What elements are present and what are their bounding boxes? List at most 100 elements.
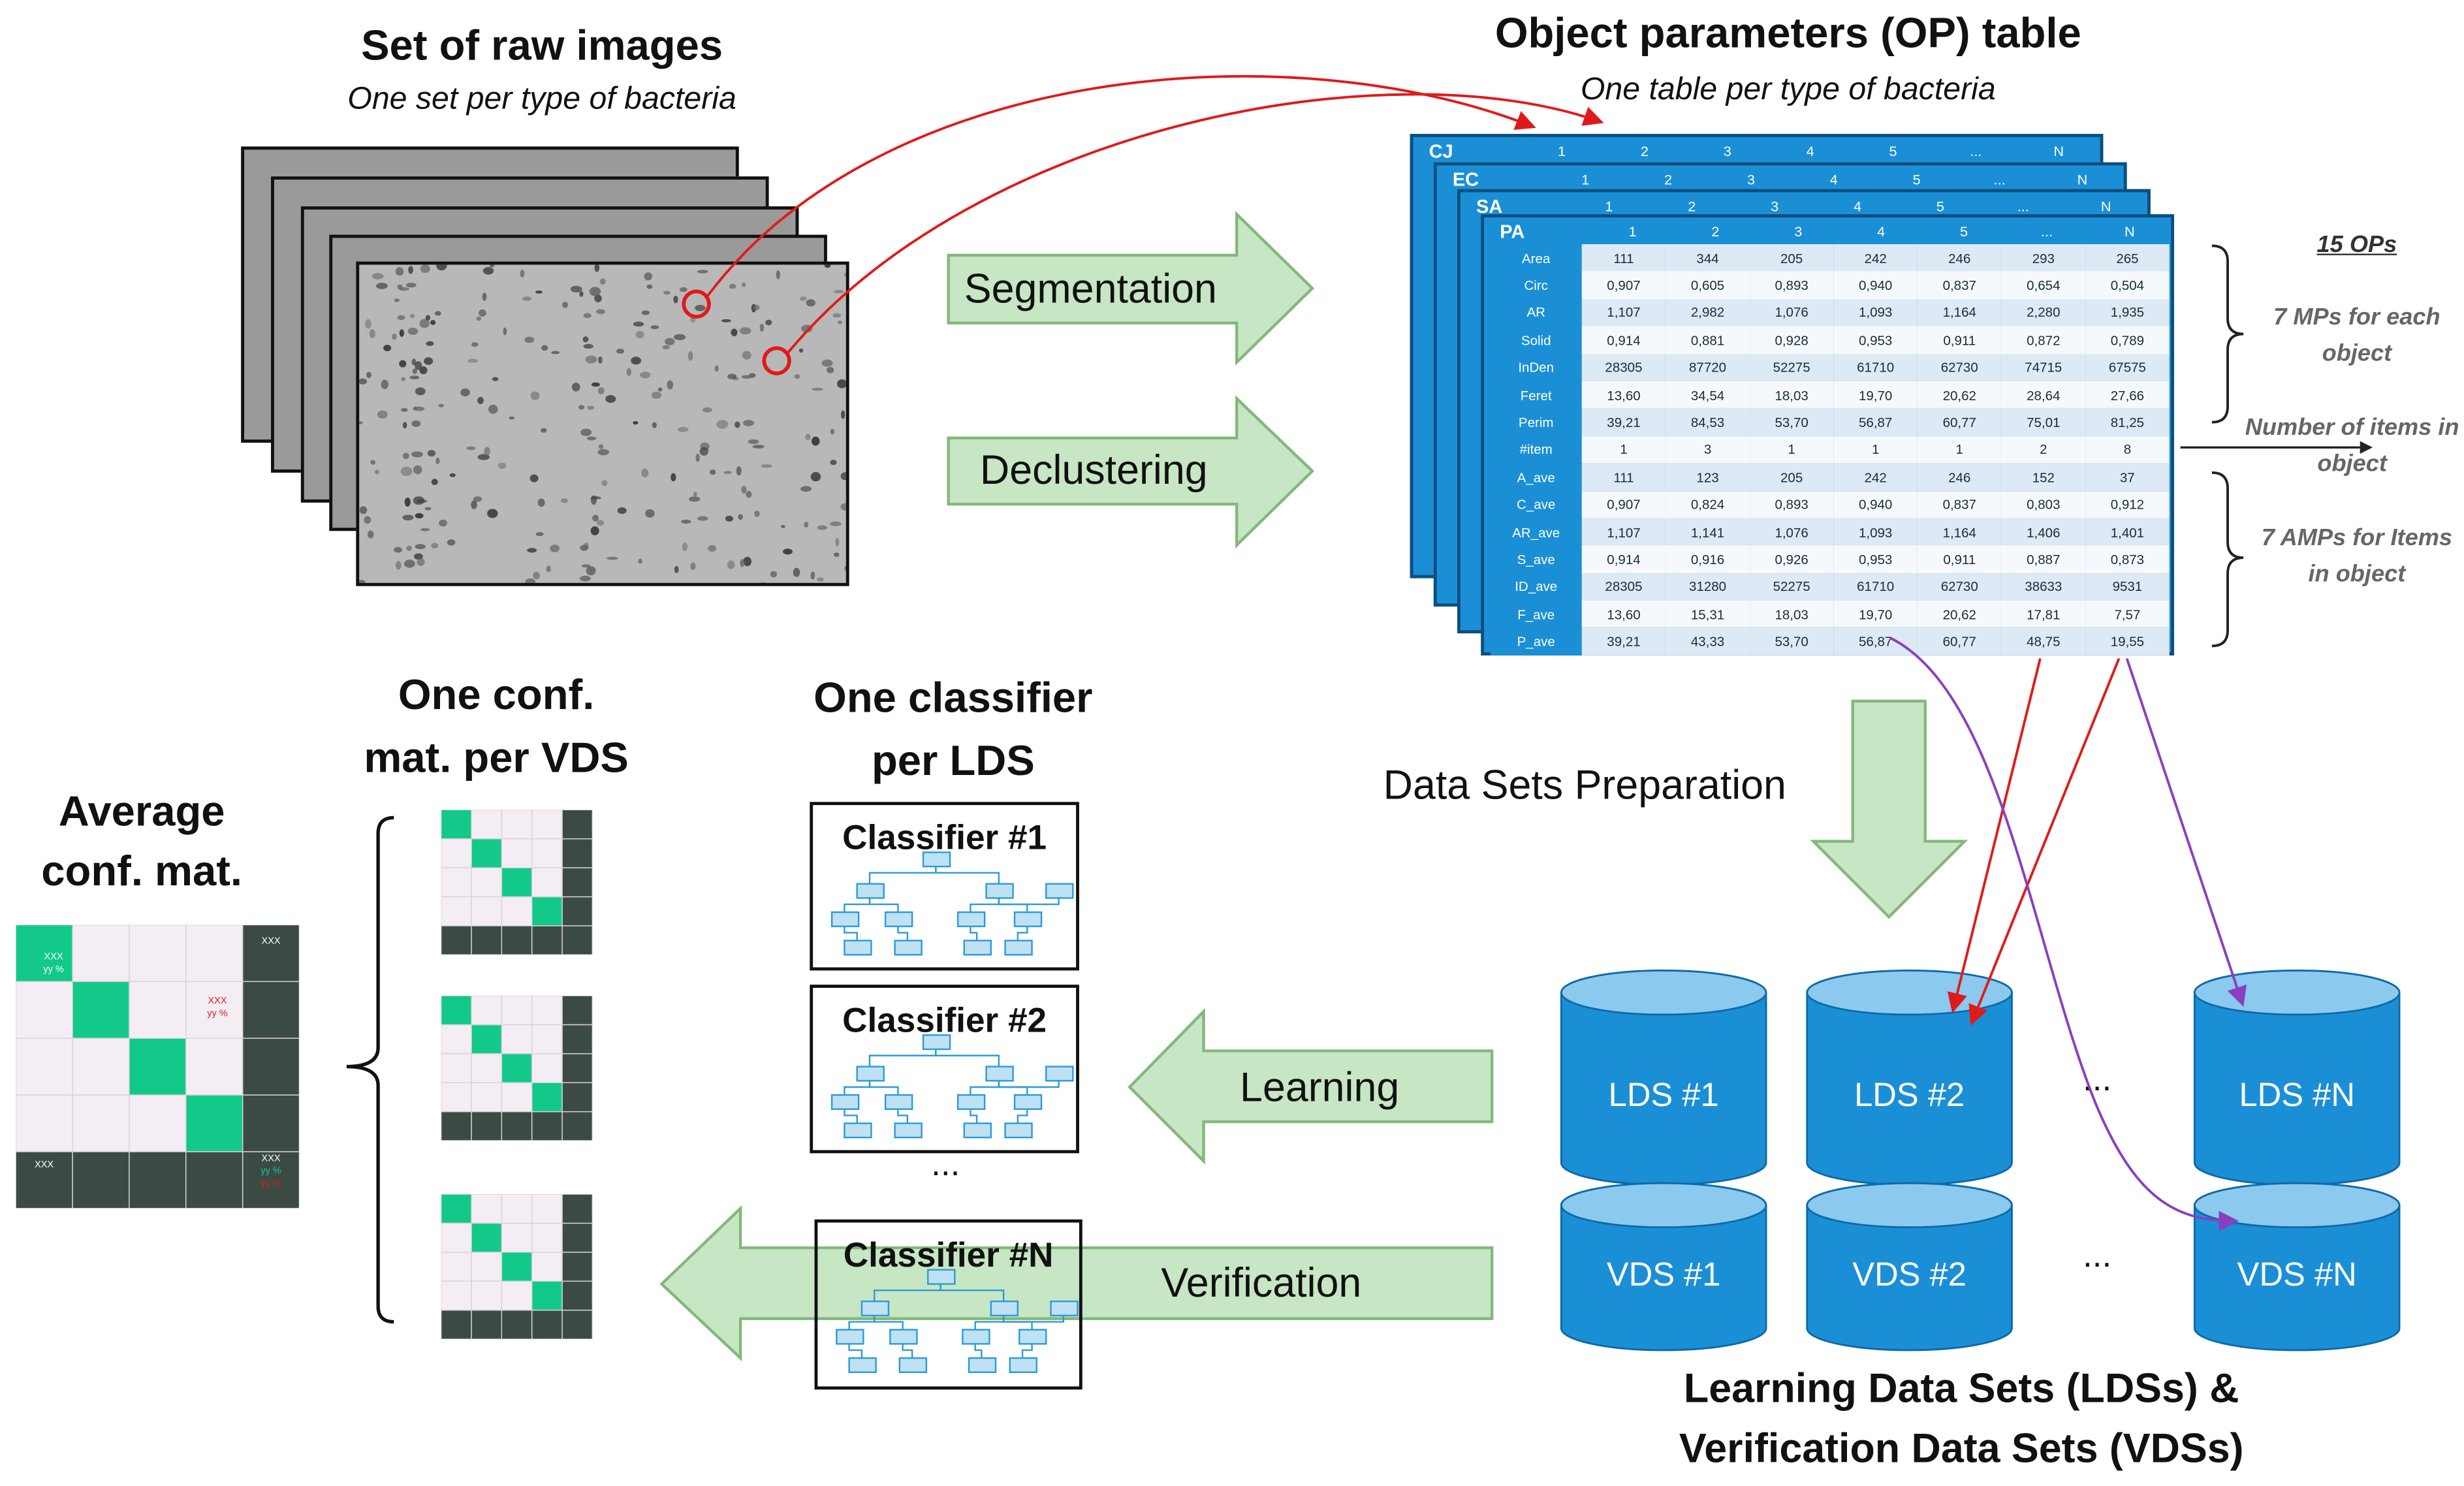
bacterium [482,267,494,275]
row-label: ID_ave [1490,573,1582,601]
conf-mat-brace [346,815,394,1324]
table-cell: 0,893 [1749,271,1834,299]
bacterium [687,351,693,361]
table-cell: 17,81 [2001,600,2086,628]
tree-edge [844,1081,871,1096]
bacterium [699,447,709,456]
bacterium [841,410,845,419]
bacterium [754,511,760,517]
bacterium [460,388,470,397]
table-cell: 0,916 [1666,545,1750,573]
table-cell: 1,164 [1917,298,2002,326]
tree-node [962,1329,990,1345]
tree-node [836,1329,864,1345]
data-sets-caption-1: Learning Data Sets (LDSs) & [1683,1364,2239,1412]
bacterium [482,292,487,301]
matrix-cell [501,1280,533,1311]
bacterium [657,387,663,392]
matrix-cell [72,1094,130,1152]
bacterium [651,391,662,399]
bacterium [400,466,413,477]
table-cell: 52275 [1749,353,1834,381]
table-cell: 0,803 [2001,490,2086,518]
bacterium [404,498,411,507]
bacterium [665,338,675,345]
lds-ellipsis: ... [2083,1058,2112,1098]
decision-tree-icon [830,1034,1074,1139]
bacterium [366,372,371,379]
bacterium [597,449,610,456]
bacterium [466,446,476,451]
classifier-1: Classifier #1 [810,802,1079,971]
decision-tree-icon [836,1269,1079,1373]
bacterium [400,407,408,412]
bacterium [530,391,540,400]
table-cell: 43,33 [1666,627,1750,656]
table-cell: 19,70 [1833,600,1918,628]
table-cell: 246 [1917,463,2002,491]
bacterium [591,382,600,387]
bacterium [830,521,842,526]
matrix-cell [561,1082,593,1113]
bacterium [742,351,751,360]
bacterium [581,564,591,568]
bacterium [415,513,424,519]
annot-mps: 7 MPs for each object [2273,304,2440,367]
bacterium [520,270,525,278]
bacterium [409,313,415,319]
vds-cylinder-n [2193,1182,2401,1352]
col-header: 5 [1960,223,1968,239]
matrix-cell [561,1280,593,1311]
bacterium [413,465,422,475]
bacterium [381,379,389,390]
matrix-cell [531,1024,563,1054]
bacterium [738,514,743,520]
data-sets-caption-2: Verification Data Sets (VDSs) [1679,1424,2244,1472]
bacterium [594,294,602,303]
bacterium [383,344,392,352]
bacterium [635,330,644,339]
bacterium [638,558,642,564]
bacterium [674,565,679,573]
col-header: N [2100,197,2111,213]
bacterium [585,355,597,364]
classifier-n-label: Classifier #N [843,1235,1054,1275]
bacterium [535,531,544,537]
bacterium [592,514,599,522]
matrix-cell [441,1222,472,1253]
table-cell: 8 [2085,435,2170,464]
avg-total-xxx: XXX [262,1153,281,1163]
table-cell: 2,982 [1666,298,1750,326]
avg-mat-title-2: conf. mat. [41,847,243,895]
row-label: AR_ave [1490,518,1582,546]
bacterium [408,266,413,274]
bacterium [597,387,605,394]
table-cell: 0,911 [1917,545,2002,573]
col-header: 2 [1664,170,1673,187]
avg-total-yy: yy % [261,1166,281,1177]
bacterium [359,421,363,425]
table-cell: 0,928 [1749,326,1834,354]
bacterium [398,287,409,291]
bacterium [742,420,754,426]
table-cell: 2,280 [2001,298,2086,326]
bacterium [650,325,659,330]
bacterium [641,310,650,315]
col-header: 1 [1605,197,1613,213]
tree-node [1013,1094,1043,1110]
bacterium [419,366,428,375]
bacterium [403,560,415,568]
bacterium [582,336,589,343]
tree-edge [940,1284,1005,1302]
bacterium [439,519,448,527]
bacterium [633,321,644,327]
tree-edge [974,1344,983,1359]
bacterium [402,514,414,521]
op-table-subtitle: One table per type of bacteria [1580,72,1996,108]
matrix-cell [72,925,130,983]
table-cell: 1,401 [2085,518,2170,546]
bacterium [477,396,484,404]
bacterium [412,368,417,374]
raw-image-front [356,261,849,586]
vds-ellipsis: ... [2083,1235,2112,1275]
